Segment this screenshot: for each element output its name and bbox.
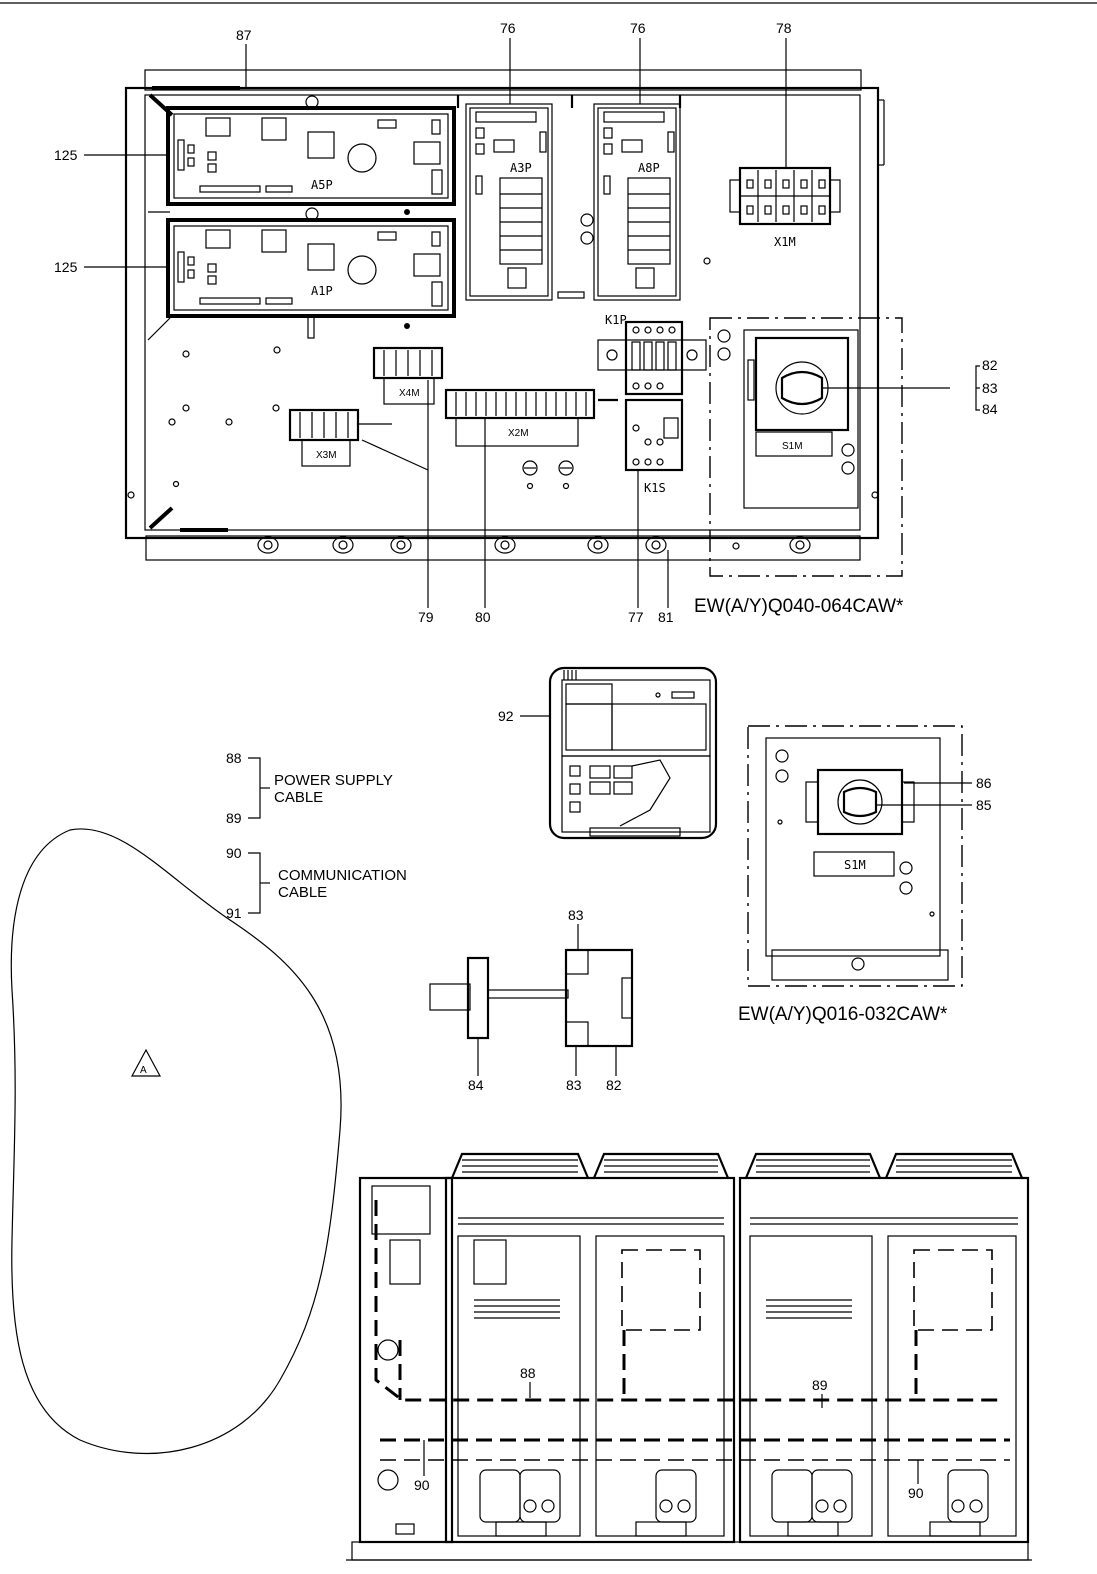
isolator-s1m: S1M bbox=[709, 317, 903, 577]
callouts-top: 87 76 76 78 125 125 82 83 84 79 80 77 81… bbox=[54, 20, 998, 625]
callout-88: 88 bbox=[520, 1365, 536, 1381]
pcb-a3p: A3P bbox=[456, 95, 585, 301]
terminal-x1m: X1M bbox=[729, 166, 841, 249]
label-a1p: A1P bbox=[311, 284, 333, 298]
callout-81: 81 bbox=[658, 609, 674, 625]
legend-89: 89 bbox=[226, 810, 242, 826]
callout-80: 80 bbox=[475, 609, 491, 625]
callout-83-b: 83 bbox=[568, 907, 584, 923]
callout-84: 84 bbox=[982, 401, 998, 417]
legend-power-line1: POWER SUPPLY bbox=[274, 772, 393, 789]
ground-screws bbox=[522, 460, 574, 490]
pcb-a8p: A8P bbox=[570, 95, 682, 301]
pcb-a1p: A1P bbox=[166, 218, 456, 339]
callout-87: 87 bbox=[236, 27, 252, 43]
label-s1m-small: S1M bbox=[844, 858, 866, 872]
callout-76-b: 76 bbox=[630, 20, 646, 36]
label-s1m: S1M bbox=[782, 441, 803, 452]
callout-83-c: 83 bbox=[566, 1077, 582, 1093]
label-x3m: X3M bbox=[316, 450, 337, 461]
callout-79: 79 bbox=[418, 609, 434, 625]
legend-88: 88 bbox=[226, 750, 242, 766]
label-a3p: A3P bbox=[510, 161, 532, 175]
cable-legend: 88 89 POWER SUPPLY CABLE 90 91 COMMUNICA… bbox=[226, 750, 407, 921]
callout-77: 77 bbox=[628, 609, 644, 625]
label-k1s: K1S bbox=[644, 481, 666, 495]
callout-78: 78 bbox=[776, 20, 792, 36]
label-x1m: X1M bbox=[774, 235, 796, 249]
pcb-a5p: A5P bbox=[166, 95, 456, 221]
callout-83: 83 bbox=[982, 380, 998, 396]
label-a5p: A5P bbox=[311, 178, 333, 192]
callout-82-b: 82 bbox=[606, 1077, 622, 1093]
terminal-x4m: X4M bbox=[372, 346, 444, 405]
label-a8p: A8P bbox=[638, 161, 660, 175]
small-switch-box: S1M 86 85 EW(A/Y)Q016-032CAW* bbox=[738, 725, 992, 1025]
label-x4m: X4M bbox=[399, 388, 420, 399]
legend-91: 91 bbox=[226, 905, 242, 921]
model-small: EW(A/Y)Q016-032CAW* bbox=[738, 1004, 948, 1025]
callout-82: 82 bbox=[982, 357, 998, 373]
callout-90-b: 90 bbox=[908, 1485, 924, 1501]
label-k1p: K1P bbox=[605, 313, 627, 327]
callout-90-a: 90 bbox=[414, 1477, 430, 1493]
callout-84-b: 84 bbox=[468, 1077, 484, 1093]
marker-a: A bbox=[140, 1065, 147, 1076]
isolator-handle-detail: 83 84 83 82 bbox=[429, 907, 634, 1093]
outdoor-units: 88 89 90 90 bbox=[346, 1152, 1032, 1561]
callout-125-a: 125 bbox=[54, 147, 78, 163]
model-large: EW(A/Y)Q040-064CAW* bbox=[694, 596, 904, 617]
callout-89: 89 bbox=[812, 1377, 828, 1393]
contactor-k1p-k1s: K1P K1S bbox=[597, 313, 707, 495]
legend-comm-line1: COMMUNICATION bbox=[278, 867, 407, 884]
callout-125-b: 125 bbox=[54, 259, 78, 275]
label-x2m: X2M bbox=[508, 428, 529, 439]
remote-controller: 92 bbox=[498, 666, 718, 840]
callout-85: 85 bbox=[976, 797, 992, 813]
terminal-x2m: X2M bbox=[444, 388, 618, 447]
legend-90: 90 bbox=[226, 845, 242, 861]
legend-power-line2: CABLE bbox=[274, 789, 323, 806]
legend-comm-line2: CABLE bbox=[278, 884, 327, 901]
callout-86: 86 bbox=[976, 775, 992, 791]
terminal-x3m: X3M bbox=[288, 408, 392, 467]
callout-76-a: 76 bbox=[500, 20, 516, 36]
callout-92: 92 bbox=[498, 708, 514, 724]
detail-a-outline: A bbox=[10, 828, 342, 1455]
